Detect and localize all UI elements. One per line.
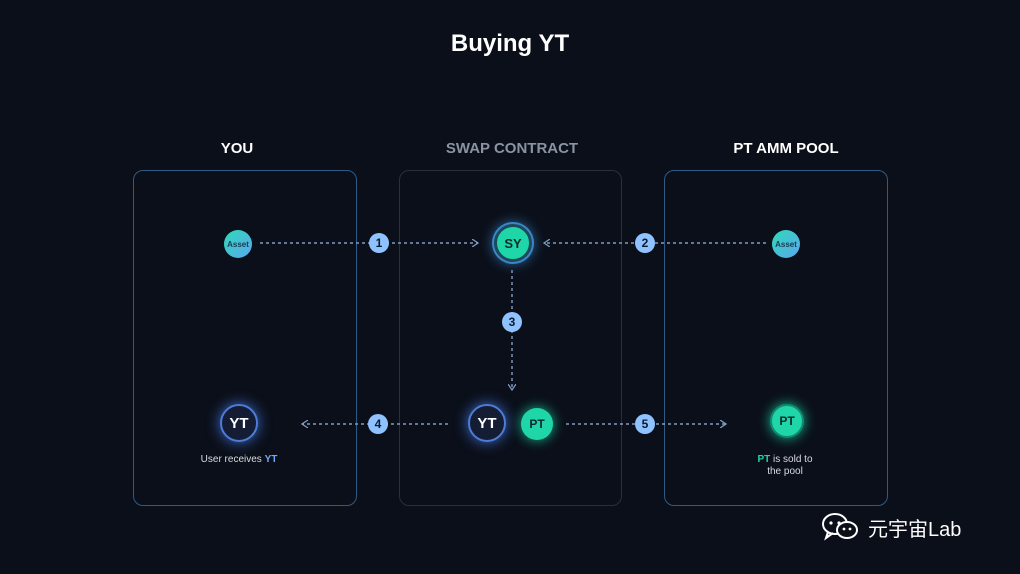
yt-token-you: YT: [220, 404, 258, 442]
column-header-you: YOU: [220, 140, 254, 157]
caption-you-text: User receives: [200, 454, 265, 465]
yt-token-swap: YT: [468, 404, 506, 442]
watermark: 元宇宙Lab: [820, 512, 961, 542]
panel-you: [133, 170, 357, 506]
caption-you-highlight: YT: [264, 454, 278, 465]
watermark-text: 元宇宙Lab: [868, 518, 962, 541]
sy-token: SY: [494, 224, 532, 262]
panel-swap-contract: [399, 170, 622, 506]
panel-pt-amm-pool: [664, 170, 888, 506]
step-2-badge: 2: [635, 233, 655, 253]
diagram-title: Buying YT: [450, 30, 570, 57]
caption-pool-highlight: PT: [757, 454, 771, 465]
column-header-pt-amm-pool: PT AMM POOL: [733, 140, 839, 157]
caption-user-receives-yt: User receives YT: [150, 454, 328, 465]
step-1-badge: 1: [369, 233, 389, 253]
caption-pool-line2: the pool: [767, 466, 803, 477]
step-5-badge: 5: [635, 414, 655, 434]
pt-token-swap: PT: [521, 408, 553, 440]
asset-token-pool: Asset: [772, 230, 800, 258]
pt-token-pool: PT: [770, 404, 804, 438]
step-4-badge: 4: [368, 414, 388, 434]
step-3-badge: 3: [502, 312, 522, 332]
caption-pool-line1: is sold to: [770, 454, 813, 465]
wechat-icon: [822, 513, 858, 541]
asset-token-you: Asset: [224, 230, 252, 258]
column-header-swap-contract: SWAP CONTRACT: [445, 140, 579, 157]
